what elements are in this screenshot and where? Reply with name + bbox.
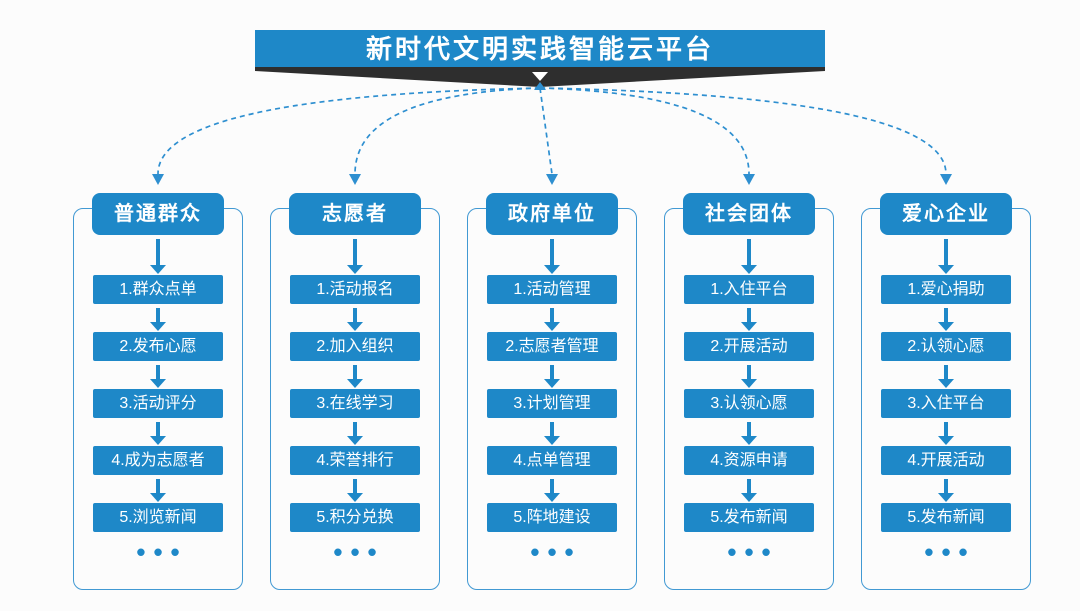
flow-step: 5.发布新闻: [684, 503, 814, 532]
arrowhead-icon: [940, 174, 952, 185]
flow-step: 2.志愿者管理: [487, 332, 617, 361]
arrowhead-icon: [743, 174, 755, 185]
flow-step: 1.群众点单: [93, 275, 223, 304]
down-arrow-icon: [741, 479, 757, 502]
connector-to-column-3: [539, 87, 553, 175]
arrowhead-icon: [349, 174, 361, 185]
column-header: 社会团体: [683, 193, 815, 235]
down-arrow-icon: [544, 239, 560, 274]
flow-step: 2.开展活动: [684, 332, 814, 361]
connector-to-column-2: [354, 87, 541, 175]
down-arrow-icon: [741, 422, 757, 445]
down-arrow-icon: [741, 365, 757, 388]
ellipsis: •••: [530, 537, 582, 567]
down-arrow-icon: [347, 479, 363, 502]
down-arrow-icon: [347, 365, 363, 388]
column-general-public: 普通群众 1.群众点单 2.发布心愿 3.活动评分 4.成为志愿者 5.浏览新闻…: [73, 175, 243, 590]
down-arrow-icon: [544, 479, 560, 502]
down-arrow-icon: [347, 239, 363, 274]
column-header: 政府单位: [486, 193, 618, 235]
page-title: 新时代文明实践智能云平台: [255, 30, 825, 68]
column-government: 政府单位 1.活动管理 2.志愿者管理 3.计划管理 4.点单管理 5.阵地建设…: [467, 175, 637, 590]
column-enterprise: 爱心企业 1.爱心捐助 2.认领心愿 3.入住平台 4.开展活动 5.发布新闻 …: [861, 175, 1031, 590]
flow-step: 3.计划管理: [487, 389, 617, 418]
down-arrow-icon: [544, 365, 560, 388]
ellipsis: •••: [924, 537, 976, 567]
column-header: 志愿者: [289, 193, 421, 235]
flow-step: 1.入住平台: [684, 275, 814, 304]
column-header: 普通群众: [92, 193, 224, 235]
flow-step: 2.加入组织: [290, 332, 420, 361]
flow-step: 3.入住平台: [881, 389, 1011, 418]
flow-step: 5.发布新闻: [881, 503, 1011, 532]
flow-step: 1.活动管理: [487, 275, 617, 304]
ellipsis: •••: [136, 537, 188, 567]
flow-step: 4.开展活动: [881, 446, 1011, 475]
banner-ribbon: [255, 67, 825, 87]
down-arrow-icon: [150, 479, 166, 502]
ellipsis: •••: [333, 537, 385, 567]
flow-step: 3.认领心愿: [684, 389, 814, 418]
connector-to-column-1: [157, 87, 541, 175]
fan-origin-icon: [534, 82, 546, 90]
column-social-group: 社会团体 1.入住平台 2.开展活动 3.认领心愿 4.资源申请 5.发布新闻 …: [664, 175, 834, 590]
flow-step: 2.认领心愿: [881, 332, 1011, 361]
column-header: 爱心企业: [880, 193, 1012, 235]
flow-step: 3.活动评分: [93, 389, 223, 418]
down-arrow-icon: [150, 422, 166, 445]
down-arrow-icon: [938, 365, 954, 388]
flow-step: 1.活动报名: [290, 275, 420, 304]
ellipsis: •••: [727, 537, 779, 567]
arrowhead-icon: [546, 174, 558, 185]
down-arrow-icon: [741, 239, 757, 274]
flow-step: 5.积分兑换: [290, 503, 420, 532]
down-arrow-icon: [938, 239, 954, 274]
down-arrow-icon: [150, 239, 166, 274]
down-arrow-icon: [347, 308, 363, 331]
down-arrow-icon: [938, 422, 954, 445]
down-arrow-icon: [150, 308, 166, 331]
down-arrow-icon: [347, 422, 363, 445]
connector-lines: [152, 82, 952, 185]
down-arrow-icon: [150, 365, 166, 388]
flow-step: 4.荣誉排行: [290, 446, 420, 475]
connector-to-column-5: [539, 87, 947, 175]
down-arrow-icon: [544, 422, 560, 445]
flow-step: 4.资源申请: [684, 446, 814, 475]
banner-down-arrow-icon: [532, 72, 548, 81]
flow-step: 3.在线学习: [290, 389, 420, 418]
down-arrow-icon: [938, 479, 954, 502]
column-volunteer: 志愿者 1.活动报名 2.加入组织 3.在线学习 4.荣誉排行 5.积分兑换 •…: [270, 175, 440, 590]
down-arrow-icon: [741, 308, 757, 331]
arrowhead-icon: [152, 174, 164, 185]
flow-step: 2.发布心愿: [93, 332, 223, 361]
flow-step: 4.成为志愿者: [93, 446, 223, 475]
flow-step: 5.浏览新闻: [93, 503, 223, 532]
flow-step: 5.阵地建设: [487, 503, 617, 532]
flow-step: 4.点单管理: [487, 446, 617, 475]
flow-step: 1.爱心捐助: [881, 275, 1011, 304]
down-arrow-icon: [544, 308, 560, 331]
connector-to-column-4: [539, 87, 750, 175]
down-arrow-icon: [938, 308, 954, 331]
